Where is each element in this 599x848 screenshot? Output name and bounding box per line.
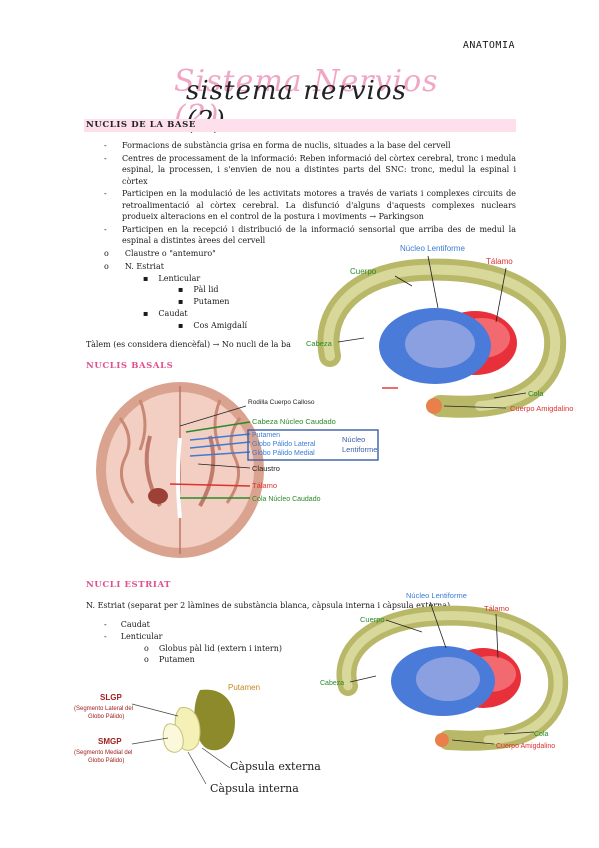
label-globo-medial: Globo Pálido Medial xyxy=(252,450,315,457)
smgp-shape xyxy=(162,723,184,753)
label-nucleo: Núcleo xyxy=(342,435,365,444)
label-capsula-externa: Càpsula externa xyxy=(230,760,321,773)
list-item: ▪Lenticular xyxy=(143,274,201,283)
label-slgp-desc: Globo Pálido) xyxy=(88,714,124,720)
globus-pallidus-figure: SLGP (Segmento Lateral del Globo Pálido)… xyxy=(74,683,321,795)
label-capsula-interna: Càpsula interna xyxy=(210,782,299,795)
list-item: ▪Caudat xyxy=(143,309,188,318)
list-item-putamen: Putamen xyxy=(158,655,195,664)
estriat-intro: N. Estriat (separat per 2 làmines de sub… xyxy=(86,601,451,610)
label-lentiforme: Lentiforme xyxy=(342,445,377,454)
label-cabeza-caudado: Cabeza Núcleo Caudado xyxy=(252,417,336,426)
list-item: Centres de processament de la informació… xyxy=(104,153,516,188)
label-slgp: SLGP xyxy=(100,693,122,702)
list-item-putamen: Putamen xyxy=(193,297,230,306)
label-cabeza: Cabeza xyxy=(306,339,333,348)
basal-ganglia-figure-2: Núcleo Lentiforme Cuerpo Tálamo Cabeza C… xyxy=(320,591,569,751)
label-talamo: Tálamo xyxy=(486,257,513,266)
list-item-caudat: Caudat xyxy=(158,309,188,318)
label-smgp: SMGP xyxy=(98,737,122,746)
section-heading-nucli-estriat: NUCLI ESTRIAT xyxy=(86,580,172,590)
label-cuerpo-amigdalino: Cuerpo Amigdalino xyxy=(510,404,573,413)
list-item-estriat: N. Estriat xyxy=(124,262,164,271)
amygdala-shape xyxy=(426,398,442,414)
header-tag: ANATOMIA xyxy=(462,40,515,51)
label-nucleo-lentiforme: Núcleo Lentiforme xyxy=(406,591,467,600)
bullet-list: Formacions de substància grisa en forma … xyxy=(104,140,516,248)
title-ghost: Sistema Nervios (2) xyxy=(174,64,439,134)
label-cola: Cola xyxy=(528,389,544,398)
label-smgp-desc: (Segmento Medial del xyxy=(74,750,132,756)
list-item: Participen en la recepció i distribució … xyxy=(104,224,516,247)
label-cabeza: Cabeza xyxy=(320,680,344,687)
label-cuerpo: Cuerpo xyxy=(360,615,385,624)
label-cola: Cola xyxy=(534,731,549,738)
list-item: Formacions de substància grisa en forma … xyxy=(104,140,516,152)
list-item-claustro: Claustre o "antemuro" xyxy=(124,249,216,258)
list-item-caudat: Caudat xyxy=(120,620,150,629)
label-talamo: Tálamo xyxy=(484,604,509,613)
label-claustro: Claustro xyxy=(252,464,280,473)
list-item-palid: Pàl lid xyxy=(193,285,219,294)
amygdala-shape xyxy=(435,733,449,747)
list-item: ▪Putamen xyxy=(178,297,230,306)
list-item-globus: Globus pàl lid (extern i intern) xyxy=(158,644,282,653)
lentiforme-box xyxy=(247,429,379,461)
list-item: ▪Pàl lid xyxy=(178,285,219,294)
list-item: Participen en la modulació de les activi… xyxy=(104,188,516,223)
list-item-lenticular: Lenticular xyxy=(158,274,201,283)
label-cola-caudado: Cola Núcleo Caudado xyxy=(252,496,321,503)
label-smgp-desc: Globo Pálido) xyxy=(88,758,124,764)
label-putamen: Putamen xyxy=(228,683,260,692)
section-heading-nuclis-base: NUCLIS DE LA BASE xyxy=(86,120,196,130)
section-heading-nuclis-basals: NUCLIS BASALS xyxy=(86,361,174,371)
basal-ganglia-figure: Núcleo Lentiforme Cuerpo Tálamo Cabeza C… xyxy=(306,244,573,418)
label-putamen: Putamen xyxy=(252,432,280,439)
list-item: -Caudat xyxy=(104,620,150,629)
page-title: Sistema Nervios (2) sistema nervios (2) xyxy=(150,64,450,136)
label-talamo: Tálamo xyxy=(252,481,277,490)
label-slgp-desc: (Segmento Lateral del xyxy=(74,706,133,712)
list-item: ▪Cos Amigdalí xyxy=(178,321,248,330)
label-cuerpo-amigdalino: Cuerpo Amigdalino xyxy=(496,743,555,750)
section-heading-bar: NUCLIS DE LA BASE xyxy=(84,119,516,132)
talem-note: Tàlem (es considera diencèfal) → No nucl… xyxy=(86,340,291,349)
label-globo-lateral: Globo Pálido Lateral xyxy=(252,441,316,448)
list-item-cos-amigdali: Cos Amigdalí xyxy=(193,321,248,330)
putamen-shape xyxy=(194,689,235,751)
label-rodilla: Rodilla Cuerpo Calloso xyxy=(248,399,315,406)
label-nucleo-lentiforme: Núcleo Lentiforme xyxy=(400,244,465,253)
brain-section-figure: Rodilla Cuerpo Calloso Cabeza Núcleo Cau… xyxy=(96,382,379,558)
list-item: -Lenticular xyxy=(104,632,163,641)
label-cuerpo: Cuerpo xyxy=(350,267,377,276)
list-item-lenticular: Lenticular xyxy=(120,632,163,641)
